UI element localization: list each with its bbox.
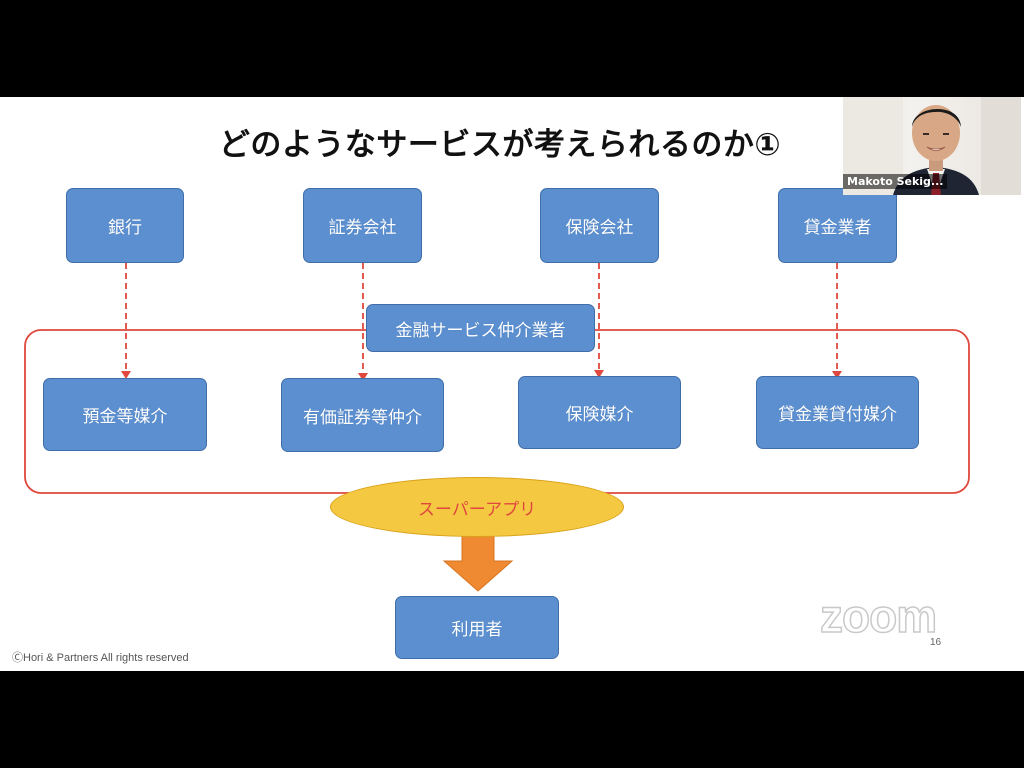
intermediary-label: 金融サービス仲介業者 [366, 304, 595, 352]
participant-video-thumbnail[interactable]: Makoto Sekig... [843, 97, 1021, 195]
down-arrow [442, 530, 514, 592]
provider-insurance: 保険会社 [540, 188, 659, 263]
service-deposit: 預金等媒介 [43, 378, 207, 451]
super-app-ellipse: スーパーアプリ [330, 477, 624, 537]
arrowhead-bank [121, 371, 131, 379]
service-securities-brokerage: 有価証券等仲介 [281, 378, 444, 452]
user-box: 利用者 [395, 596, 559, 659]
service-insurance-brokerage: 保険媒介 [518, 376, 681, 449]
arrowhead-insurance [594, 370, 604, 378]
zoom-watermark: zoom [819, 589, 938, 643]
copyright-notice: ⒸHori & Partners All rights reserved [12, 652, 189, 664]
participant-name: Makoto Sekig... [843, 174, 948, 189]
arrowhead-securities [358, 373, 368, 381]
dashed-arrows [125, 263, 838, 373]
slide-title: どのようなサービスが考えられるのか① [218, 127, 782, 163]
provider-securities: 証券会社 [303, 188, 422, 263]
arrowhead-lender [832, 371, 842, 379]
provider-bank: 銀行 [66, 188, 184, 263]
page-number: 16 [930, 637, 942, 648]
provider-lender: 貸金業者 [778, 188, 897, 263]
service-loan-brokerage: 貸金業貸付媒介 [756, 376, 919, 449]
